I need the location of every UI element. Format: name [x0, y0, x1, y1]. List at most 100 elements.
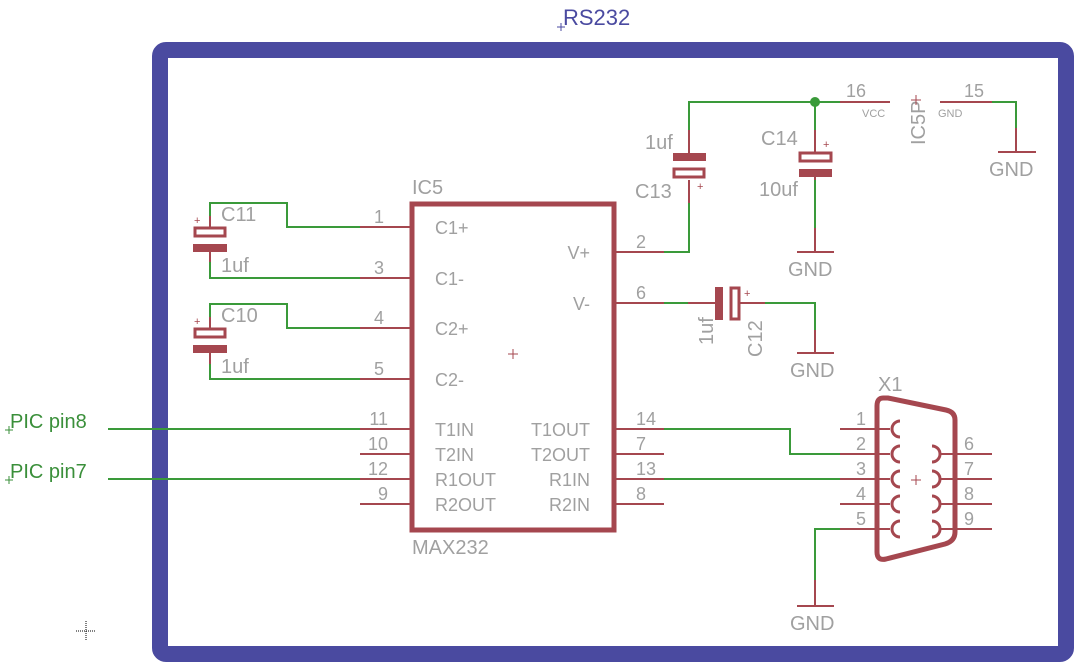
polarity-plus-icon: +	[194, 316, 200, 328]
connector-pin-number: 6	[964, 434, 974, 454]
pin-number: 3	[374, 258, 384, 278]
polarity-plus-icon: +	[823, 139, 829, 151]
gnd-pin-name: GND	[938, 108, 963, 120]
ic-ref: IC5	[412, 177, 443, 199]
pin-name: V-	[573, 294, 590, 314]
gnd-symbol	[797, 580, 834, 607]
ic-power-pins[interactable]: 16 VCC IC5P 15 GND GND	[815, 81, 1036, 181]
pin-number: 11	[369, 409, 388, 429]
sheet-frame	[152, 42, 1074, 662]
cap-plate-positive	[729, 286, 741, 321]
pin-number: 14	[636, 409, 656, 429]
wire	[209, 303, 360, 329]
pin-number: 5	[374, 359, 384, 379]
pin-name: R2OUT	[435, 495, 496, 515]
gnd-label: GND	[790, 360, 834, 382]
cap-ref: C12	[745, 320, 767, 357]
connector-pin-number: 4	[856, 484, 866, 504]
cap-plate-negative	[799, 169, 832, 177]
cap-leads	[688, 302, 816, 353]
connector-pin-number: 3	[856, 459, 866, 479]
pin-name: T2OUT	[531, 445, 590, 465]
capacitor-c12[interactable]: + 1uf C12	[664, 286, 816, 357]
connector-contacts	[890, 419, 942, 539]
connector-origin-icon	[911, 475, 921, 485]
connector-pin-number: 5	[856, 509, 866, 529]
connector-right-stubs	[941, 453, 992, 530]
cap-plate-negative	[673, 153, 706, 161]
ic-left-pin-stubs	[360, 226, 412, 505]
wire-t1out	[664, 428, 840, 455]
connector-x1[interactable]: X1 1 2 3 4 5 6 7 8 9	[840, 374, 992, 562]
gnd-label: GND	[989, 159, 1033, 181]
pin-number: 12	[368, 459, 388, 479]
cap-value: 10uf	[759, 179, 798, 201]
cap-plate-negative	[715, 287, 723, 320]
cap-plate-negative	[193, 345, 227, 353]
net-label-pic-pin8: PIC pin8	[10, 411, 87, 433]
pin-number: 2	[636, 232, 646, 252]
ic-body	[409, 201, 617, 533]
pin-number: 1	[374, 207, 384, 227]
connector-left-stubs	[840, 428, 890, 530]
cap-plate-positive	[798, 151, 833, 163]
pin-name: C1+	[435, 218, 469, 238]
ic-value: MAX232	[412, 537, 489, 559]
pin-name: C1-	[435, 269, 464, 289]
pin-name: T1OUT	[531, 420, 590, 440]
cap-ref: C11	[221, 204, 256, 226]
capacitor-c11[interactable]: + C11 1uf	[193, 202, 360, 279]
cursor-crosshair-icon	[76, 621, 96, 641]
wire	[209, 202, 360, 228]
vcc-pin-number: 16	[846, 81, 866, 101]
pin-name: C2+	[435, 319, 469, 339]
pin-name: R2IN	[549, 495, 590, 515]
cap-plate-positive	[193, 327, 227, 339]
connector-pin-number: 2	[856, 434, 866, 454]
capacitor-c13[interactable]: + 1uf C13	[635, 101, 815, 253]
connector-pin-number: 9	[964, 509, 974, 529]
connector-shell	[874, 395, 958, 562]
pin-number: 6	[636, 283, 646, 303]
pin-number: 9	[378, 484, 388, 504]
pin-number: 13	[636, 459, 656, 479]
vcc-pin-name: VCC	[862, 108, 885, 120]
pin-name: R1OUT	[435, 470, 496, 490]
gnd-symbol	[998, 128, 1036, 153]
cap-ref: C13	[635, 181, 672, 203]
gnd-pin-number: 15	[964, 81, 984, 101]
cap-ref: C14	[761, 128, 798, 150]
gnd-label: GND	[788, 259, 832, 281]
polarity-plus-icon: +	[194, 215, 200, 227]
origin-cross-icon	[557, 23, 565, 31]
cap-ref: C10	[221, 305, 258, 327]
cap-plate-negative	[193, 244, 227, 252]
pin-number: 10	[368, 434, 388, 454]
pin-number: 4	[374, 308, 384, 328]
power-origin-icon	[911, 95, 921, 105]
pin-name: C2-	[435, 370, 464, 390]
connector-pin-number: 8	[964, 484, 974, 504]
wire-gnd	[814, 528, 840, 580]
wire	[992, 101, 1017, 128]
power-ref: IC5P	[908, 101, 930, 145]
wire	[664, 101, 815, 253]
net-label-pic-pin7: PIC pin7	[10, 461, 87, 483]
capacitor-c14[interactable]: + C14 10uf	[759, 102, 833, 252]
connector-pin-number: 7	[964, 459, 974, 479]
pin-name: T2IN	[435, 445, 474, 465]
capacitor-c10[interactable]: + C10 1uf	[193, 303, 360, 380]
gnd-label: GND	[790, 613, 834, 635]
wire	[664, 302, 816, 330]
net-origin-icon	[5, 426, 13, 484]
pin-name: T1IN	[435, 420, 474, 440]
ic-origin-icon	[508, 349, 518, 359]
pin-name: V+	[567, 243, 590, 263]
cap-plate-positive	[672, 167, 706, 179]
sheet-title: RS232	[563, 5, 630, 30]
ic-max232[interactable]: IC5 MAX232 1 3 4 5 11 10 12 9 C1+ C1- C2…	[360, 177, 664, 559]
polarity-plus-icon: +	[744, 288, 750, 300]
connector-pin-number: 1	[856, 409, 866, 429]
cap-value: 1uf	[221, 356, 249, 378]
